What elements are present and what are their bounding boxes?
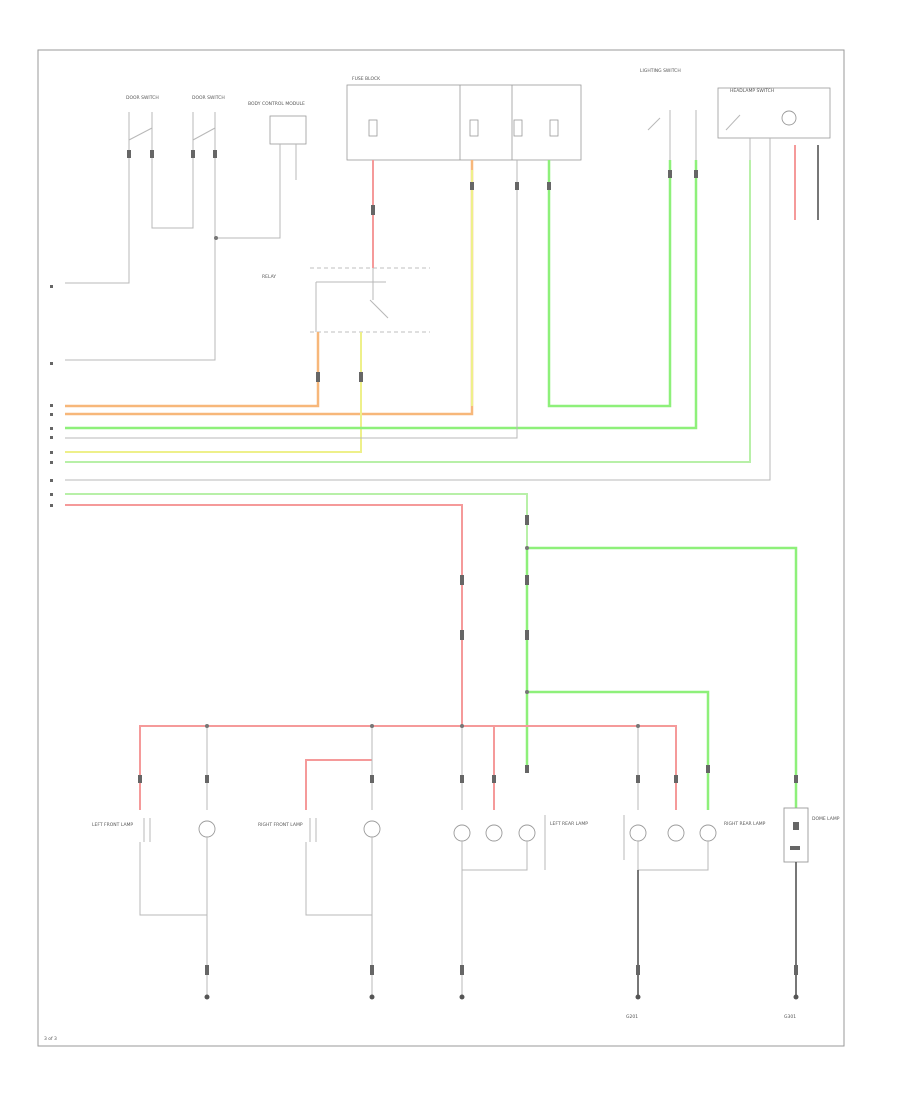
relay-label: RELAY [262,274,276,280]
lamp-dome: DOME LAMP [783,807,840,863]
diagram-frame [37,49,845,1047]
top-sensor-1: DOOR SWITCH [126,95,159,180]
lamp-right-front-label: RIGHT FRONT LAMP [258,822,303,828]
lamp-left-front: LEFT FRONT LAMP [92,818,216,916]
wire-lgreen-switch [65,160,751,463]
headlamp-switch-label: HEADLAMP SWITCH [730,88,774,94]
lamp-center: LEFT REAR LAMP [453,815,588,871]
page-mark: 3 of 3 [44,1036,57,1042]
lamp-dome-label: DOME LAMP [812,816,840,822]
lamp-right-rear: RIGHT REAR LAMP [623,815,766,871]
lighting-switch-label: LIGHTING SWITCH [640,68,681,74]
wire-yellow-relay [65,332,362,453]
connector-pins [127,150,798,975]
ground-symbols [204,994,799,1000]
lamp-left-front-label: LEFT FRONT LAMP [92,822,133,828]
fuse-block-label: FUSE BLOCK [352,76,381,82]
lighting-switch: LIGHTING SWITCH [640,68,697,160]
fuse-block: FUSE BLOCK [346,76,582,161]
top-module-label: BODY CONTROL MODULE [248,101,305,107]
ground-left-label: G201 [626,1014,638,1020]
relay: RELAY [262,267,430,333]
left-terminal-ticks [50,285,53,507]
lamp-right-rear-label: RIGHT REAR LAMP [724,821,766,827]
lamp-right-front: RIGHT FRONT LAMP [258,818,381,916]
wire-red-lower [65,504,463,726]
wire-green-fuse [547,160,672,408]
top-module: BODY CONTROL MODULE [248,101,307,180]
ground-right-label: G301 [784,1014,796,1020]
wire-red-bus [139,725,677,810]
top-sensor-1-label: DOOR SWITCH [126,95,159,101]
wire-orange-2 [65,160,474,416]
wire-orange-1 [65,332,320,408]
wire-green-main [65,160,698,430]
top-sensor-2-label: DOOR SWITCH [192,95,225,101]
headlamp-switch: HEADLAMP SWITCH [717,87,831,185]
wire-lgreen-lower [65,493,528,548]
lamp-center-label: LEFT REAR LAMP [550,821,588,827]
top-sensor-2: DOOR SWITCH [192,95,225,180]
